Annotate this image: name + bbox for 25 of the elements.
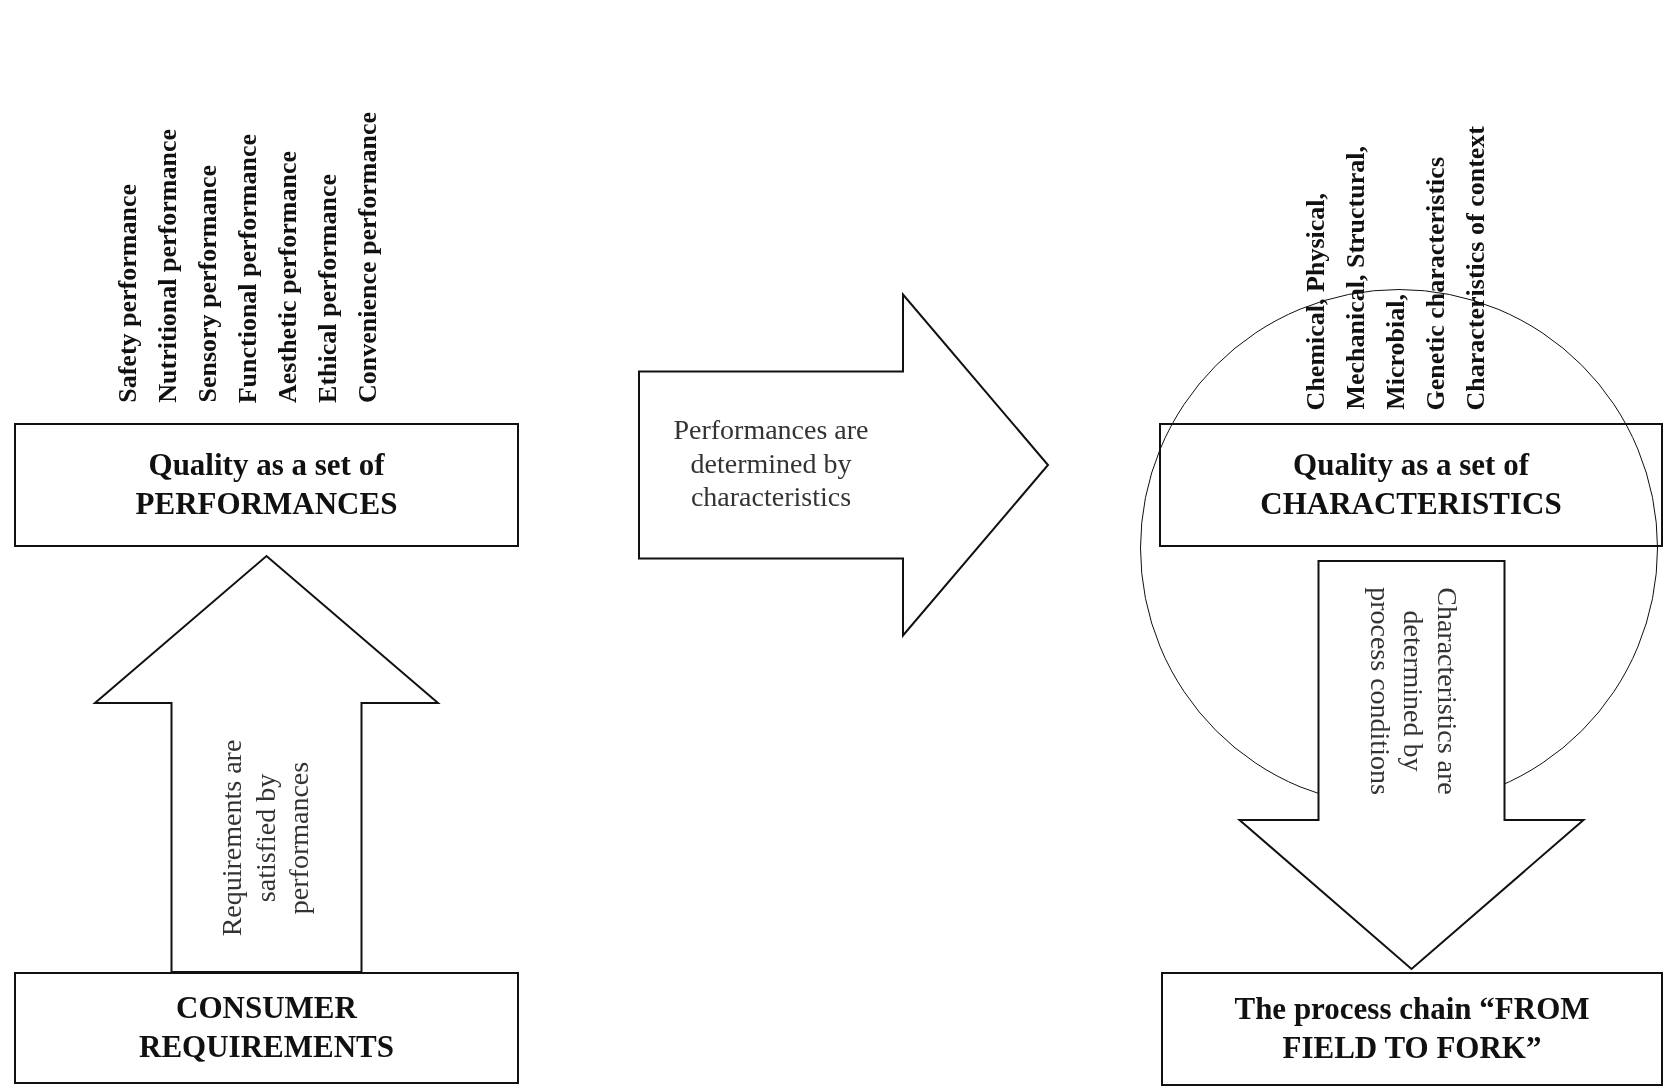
box-title: Quality as a set of CHARACTERISTICS <box>1259 446 1563 523</box>
vertical-list-item: Functional performance <box>232 133 263 403</box>
block-arrow <box>638 291 1050 639</box>
block-arrow <box>1236 560 1587 971</box>
vertical-list-item: Ethical performance <box>312 174 343 403</box>
vertical-list-item: Convenience performance <box>352 112 383 403</box>
vertical-list-item: Microbial, <box>1380 294 1411 410</box>
edge-label: Requirements are satisfied by performances <box>214 738 315 938</box>
vertical-list-item: Mechanical, Structural, <box>1340 146 1371 410</box>
vertical-list-item: Safety performance <box>112 184 143 403</box>
vertical-list-item: Sensory performance <box>192 165 223 403</box>
edge-label: Characteristics are determined by process conditions <box>1363 585 1464 797</box>
vertical-list-item: Chemical, Physical, <box>1300 192 1331 410</box>
concept-box <box>14 972 519 1084</box>
concept-box <box>14 423 519 547</box>
vertical-list-item: Genetic characteristics <box>1420 156 1451 410</box>
vertical-list-item: Nutritional performance <box>152 129 183 403</box>
box-title: CONSUMER REQUIREMENTS <box>138 989 395 1066</box>
concept-box <box>1161 972 1663 1086</box>
block-arrow <box>92 554 441 973</box>
box-title: Quality as a set of PERFORMANCES <box>134 446 399 523</box>
box-title: The process chain “FROM FIELD TO FORK” <box>1233 990 1591 1067</box>
edge-label: Performances are determined by characteristics <box>672 413 870 515</box>
vertical-list-item: Characteristics of context <box>1460 125 1491 410</box>
vertical-list-item: Aesthetic performance <box>272 151 303 403</box>
